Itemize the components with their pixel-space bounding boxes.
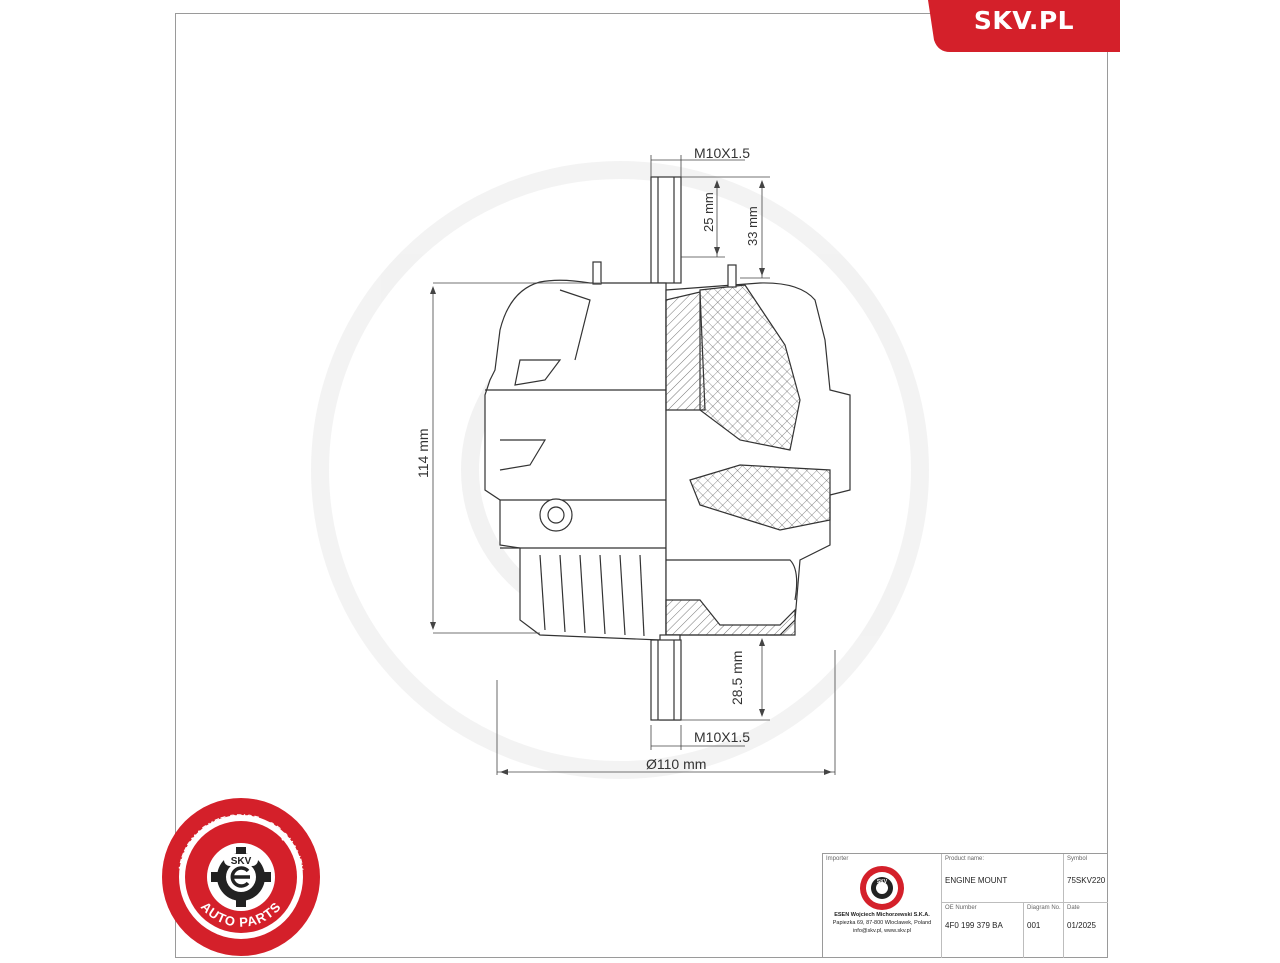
dim-stud-bottom: 28.5 mm bbox=[729, 651, 745, 705]
symbol-label: Symbol bbox=[1067, 856, 1088, 862]
skv-auto-parts-badge: SKV AFTERMARKET PRICE · OE QUALITY AUTO … bbox=[160, 796, 322, 958]
mount-exterior-left bbox=[484, 261, 667, 641]
brand-tab[interactable]: SKV.PL bbox=[928, 0, 1120, 52]
oe-number-cell: OE Number 4F0 199 379 BA bbox=[941, 902, 1023, 958]
title-block: Importer SKV ESEN Wojciech Michorzewski … bbox=[822, 853, 1108, 958]
importer-line-3: info@skv.pl, www.skv.pl bbox=[853, 928, 911, 934]
symbol-cell: Symbol 75SKV220 bbox=[1063, 854, 1108, 902]
dim-stud-top-long: 33 mm bbox=[745, 206, 760, 246]
dim-bottom-thread: M10X1.5 bbox=[694, 729, 750, 745]
top-stud bbox=[650, 176, 682, 284]
diagram-no-value: 001 bbox=[1027, 921, 1041, 930]
product-name-label: Product name: bbox=[945, 856, 985, 862]
diagram-no-label: Diagram No. bbox=[1027, 905, 1061, 911]
mount-section-right bbox=[659, 264, 851, 721]
dimension-arrows bbox=[430, 180, 832, 775]
bottom-stud bbox=[650, 639, 682, 721]
date-cell: Date 01/2025 bbox=[1063, 902, 1108, 958]
dimension-lines bbox=[432, 155, 836, 775]
dim-stud-top-short: 25 mm bbox=[701, 192, 716, 232]
mini-skv-badge: SKV bbox=[860, 866, 904, 910]
brand-logo-text: SKV.PL bbox=[973, 6, 1075, 35]
symbol-value: 75SKV220 bbox=[1067, 876, 1106, 885]
oe-number-value: 4F0 199 379 BA bbox=[945, 921, 1003, 930]
drawing-frame bbox=[175, 13, 1108, 958]
importer-line-1: ESEN Wojciech Michorzewski S.K.A. bbox=[834, 912, 930, 918]
date-value: 01/2025 bbox=[1067, 921, 1096, 930]
dim-diameter: Ø110 mm bbox=[646, 756, 706, 772]
date-label: Date bbox=[1067, 905, 1080, 911]
dim-height: 114 mm bbox=[415, 428, 431, 478]
product-name-value: ENGINE MOUNT bbox=[945, 876, 1008, 885]
importer-label: Importer bbox=[826, 856, 849, 862]
product-name-cell: Product name: ENGINE MOUNT bbox=[941, 854, 1063, 902]
brand-tab-shape bbox=[928, 0, 1120, 52]
importer-cell: Importer SKV ESEN Wojciech Michorzewski … bbox=[823, 854, 941, 958]
badge-center-text: SKV bbox=[231, 856, 252, 867]
diagram-no-cell: Diagram No. 001 bbox=[1023, 902, 1063, 958]
oe-number-label: OE Number bbox=[945, 905, 977, 911]
mini-badge-text: SKV bbox=[877, 879, 888, 885]
importer-line-2: Papiezka 69, 87-800 Wloclawek, Poland bbox=[832, 920, 932, 926]
dim-top-thread: M10X1.5 bbox=[694, 145, 750, 161]
